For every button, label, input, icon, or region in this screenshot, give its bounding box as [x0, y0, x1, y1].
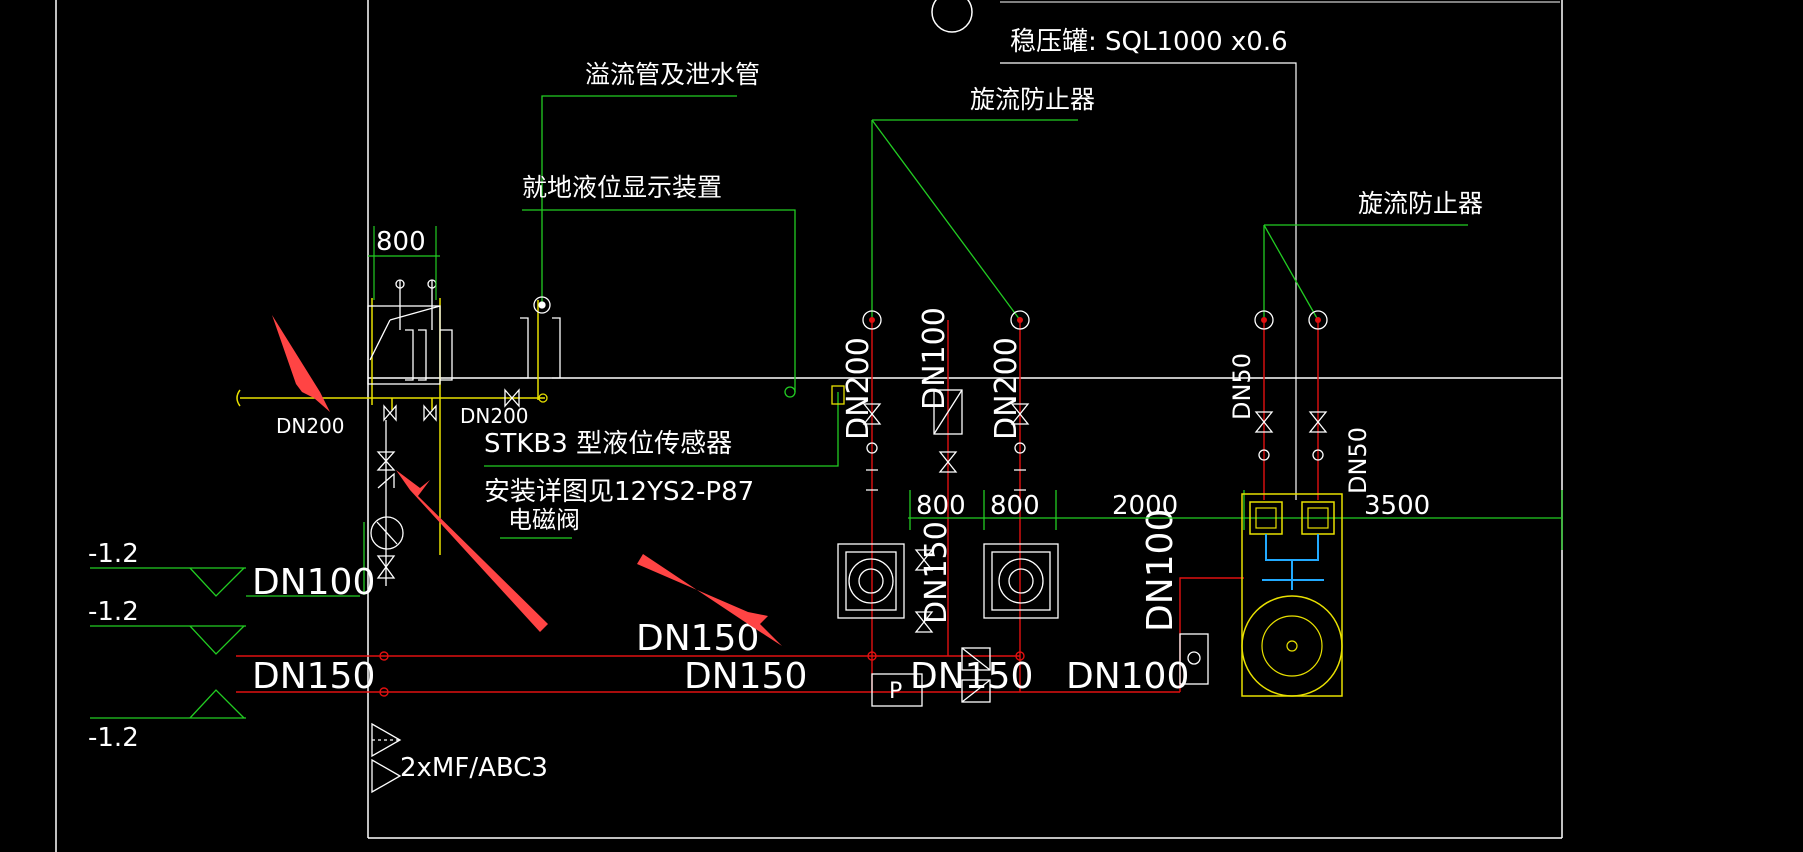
pipe-size-dn150-left: DN150 [252, 656, 375, 697]
pressure-tank [1241, 493, 1343, 697]
fire-pump-1 [837, 543, 905, 619]
vortex-tops [862, 310, 1328, 330]
annotation-arrows [272, 315, 782, 646]
pipe-size-dn100-v: DN100 [917, 307, 952, 410]
pump-p-box [871, 633, 1209, 707]
dim-800-top-text: 800 [376, 227, 426, 257]
pipe-size-dn100-bottom: DN100 [1066, 656, 1189, 697]
dim-800-a: 800 [916, 491, 966, 521]
overflow-pipe-label: 溢流管及泄水管 [585, 60, 760, 89]
level-3: -1.2 [88, 723, 139, 753]
level-sensor-label: STKB3 型液位传感器 [484, 429, 732, 459]
pipe-size-dn50-b: DN50 [1344, 427, 1372, 494]
extinguisher-symbols [371, 722, 402, 794]
vortex-preventer-label-2: 旋流防止器 [1358, 189, 1483, 218]
dim-3500: 3500 [1364, 491, 1430, 521]
inlet-valves [383, 296, 845, 422]
drawing-frame [55, 0, 1563, 852]
vertical-valves [862, 389, 1328, 633]
leaders [363, 95, 1468, 595]
pressure-tank-label: 稳压罐: SQL1000 x0.6 [1010, 27, 1288, 57]
install-reference-label: 安装详图见12YS2-P87 [484, 477, 754, 507]
fire-pump-2 [983, 543, 1059, 619]
inlet-pipe-size-dn200: DN200 [276, 414, 345, 438]
inlet-pipe-size-dn200-2: DN200 [460, 404, 529, 428]
pipe-size-dn200-v1: DN200 [841, 337, 876, 440]
pipe-size-dn150-vertical: DN150 [919, 521, 954, 624]
top-cut-region: 稳压罐: SQL1000 x0.6 [931, 0, 1560, 500]
pipe-size-dn150-right: DN150 [910, 656, 1033, 697]
local-level-display-label: 就地液位显示装置 [522, 173, 722, 202]
float-valve-assembly [367, 279, 453, 385]
dim-2000: 2000 [1112, 491, 1178, 521]
solenoid-valve-label: 电磁阀 [508, 506, 580, 534]
pipe-size-dn150-upper: DN150 [636, 618, 759, 659]
drain-column [370, 420, 404, 586]
dim-800-top [368, 226, 440, 300]
dim-chain [908, 490, 1563, 550]
vortex-preventer-label-1: 旋流防止器 [970, 85, 1095, 114]
pump-p-label: P [889, 679, 902, 704]
pipe-size-dn200-v2: DN200 [989, 337, 1024, 440]
level-2: -1.2 [88, 597, 139, 627]
dim-800-b: 800 [990, 491, 1040, 521]
pipe-size-dn100-tank: DN100 [1140, 509, 1181, 632]
level-1: -1.2 [88, 539, 139, 569]
level-markers [90, 567, 360, 719]
pipe-size-dn100-left: DN100 [252, 562, 375, 603]
pipe-size-dn150-mid: DN150 [684, 656, 807, 697]
suction-pipes [236, 320, 1319, 697]
pipe-size-dn50-a: DN50 [1228, 353, 1256, 420]
extinguisher-label: 2xMF/ABC3 [400, 753, 548, 783]
